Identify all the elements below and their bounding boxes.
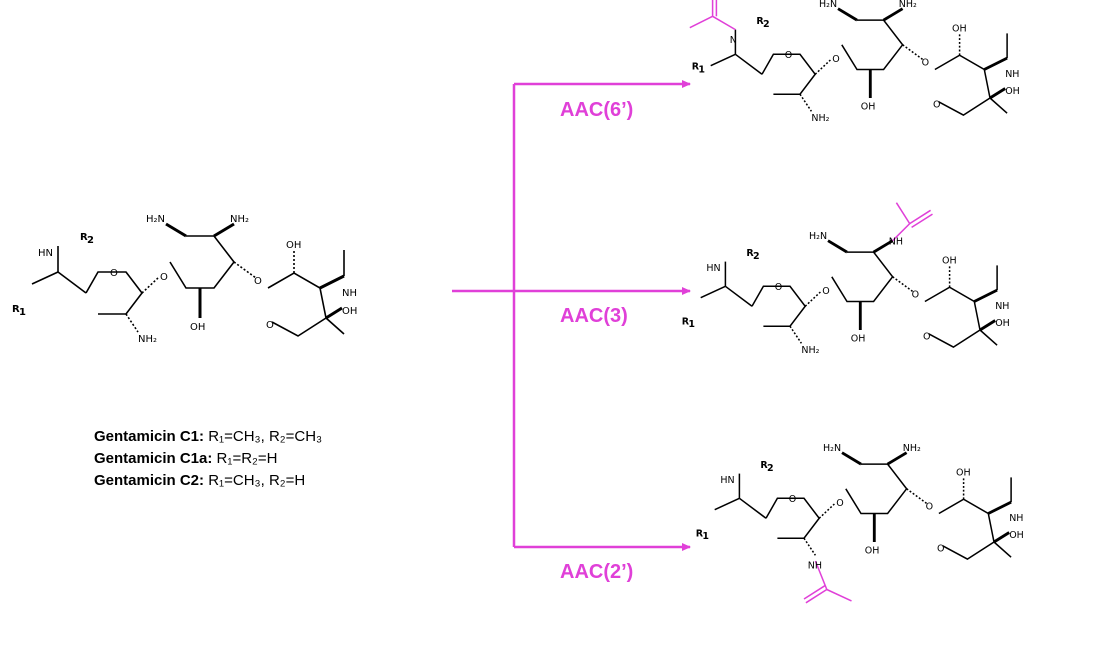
atom-o-glyco1: O [832,54,839,65]
atom-r1: R [682,316,690,327]
atom-o-glyco1: O [822,286,829,297]
atom-oh-mid: OH [190,322,205,333]
legend-formula: R₁=R₂=H [216,450,278,467]
atom-o-glyco1: O [160,272,168,283]
atom-nh2-bottom: NH₂ [811,113,829,124]
legend-name: Gentamicin C1: [94,428,205,445]
atom-r2-sub: 2 [763,19,770,30]
enzyme-label-aac6: AAC(6’) [560,99,633,121]
atom-o-right-ring: O [933,100,940,111]
atom-oh-mid: OH [865,545,880,556]
atom-nh-acetyl: NH [808,561,822,572]
atom-oh-right2: OH [995,318,1010,329]
atom-nh-acetyl: NH [889,237,903,248]
atom-o-glyco1: O [836,498,843,509]
atom-oh-right: OH [952,24,967,35]
reaction-arrows [452,80,691,551]
atom-nh2-top: NH₂ [230,214,249,225]
atom-r1: R [696,528,704,539]
product-aac6-structure: N R 2 R 1 O O H₂N NH₂ OH O OH NH OH O NH… [689,0,1020,124]
atom-h2n: H₂N [819,0,837,10]
atom-oh-mid: OH [851,333,866,344]
atom-r2-sub: 2 [767,463,774,474]
atom-oh-right: OH [286,240,301,251]
atom-oh-right2: OH [1005,86,1020,97]
atom-o-right-ring: O [923,332,930,343]
atom-o-right-ring: O [266,320,274,331]
atom-o-ring: O [110,268,118,279]
atom-nh2-bottom: NH₂ [801,345,819,356]
legend-formula: R₁=CH₃, R₂=H [208,472,306,489]
atom-oh-right: OH [956,468,971,479]
atom-o-glyco2: O [912,290,919,301]
atom-r1-sub: 1 [702,531,709,542]
atom-o-ring: O [775,282,782,293]
enzyme-label-aac2: AAC(2’) [560,561,633,583]
atom-nh2-bottom: NH₂ [138,334,157,345]
atom-h2n: H₂N [809,231,827,242]
atom-o-right-ring: O [937,544,944,555]
enzyme-label-aac3: AAC(3) [560,305,628,327]
atom-r1-sub: 1 [19,307,26,318]
atom-o-glyco2: O [922,58,929,69]
atom-h2n: H₂N [823,443,841,454]
atom-oh-right2: OH [342,306,357,317]
atom-r2: R [80,232,88,243]
atom-n: N [730,35,737,46]
atom-nh-right: NH [1009,513,1023,524]
atom-r1-sub: 1 [688,319,695,330]
product-aac2-structure: HN R 2 R 1 O O H₂N NH₂ OH O OH NH OH O N… [696,443,1024,604]
legend-row-c2: Gentamicin C2: R₁=CH₃, R₂=H [94,470,322,492]
atom-nh2-top: NH₂ [899,0,917,10]
atom-h2n: H₂N [146,214,165,225]
atom-o-ring: O [785,50,792,61]
atom-o-glyco2: O [254,276,262,287]
atom-r2: R [756,16,764,27]
atom-r1: R [692,62,700,73]
gentamicin-legend: Gentamicin C1: R₁=CH₃, R₂=CH₃ Gentamicin… [94,426,322,492]
atom-nh-right: NH [342,288,357,299]
gentamicin-structure: HN R 2 R 1 O O H₂N NH₂ OH O OH NH OH O N… [12,214,357,345]
atom-oh-mid: OH [861,101,876,112]
atom-hn: HN [38,248,53,259]
legend-name: Gentamicin C2: [94,472,205,489]
legend-formula: R₁=CH₃, R₂=CH₃ [208,428,323,445]
atom-o-ring: O [789,494,796,505]
atom-nh-right: NH [1005,69,1019,80]
legend-name: Gentamicin C1a: [94,450,213,467]
atom-r2: R [760,460,768,471]
atom-nh-right: NH [995,301,1009,312]
atom-hn: HN [706,263,720,274]
atom-nh2-top: NH₂ [903,443,921,454]
legend-row-c1a: Gentamicin C1a: R₁=R₂=H [94,448,322,470]
atom-r1: R [12,304,20,315]
atom-r2-sub: 2 [87,235,94,246]
atom-oh-right2: OH [1009,530,1024,541]
atom-r1-sub: 1 [698,64,705,75]
atom-o-glyco2: O [926,502,933,513]
atom-r2: R [746,248,754,259]
product-aac3-structure: HN R 2 R 1 O O H₂N NH OH O OH NH OH O NH… [682,202,1010,356]
legend-row-c1: Gentamicin C1: R₁=CH₃, R₂=CH₃ [94,426,322,448]
atom-hn: HN [720,475,734,486]
atom-oh-right: OH [942,256,957,267]
atom-r2-sub: 2 [753,251,760,262]
